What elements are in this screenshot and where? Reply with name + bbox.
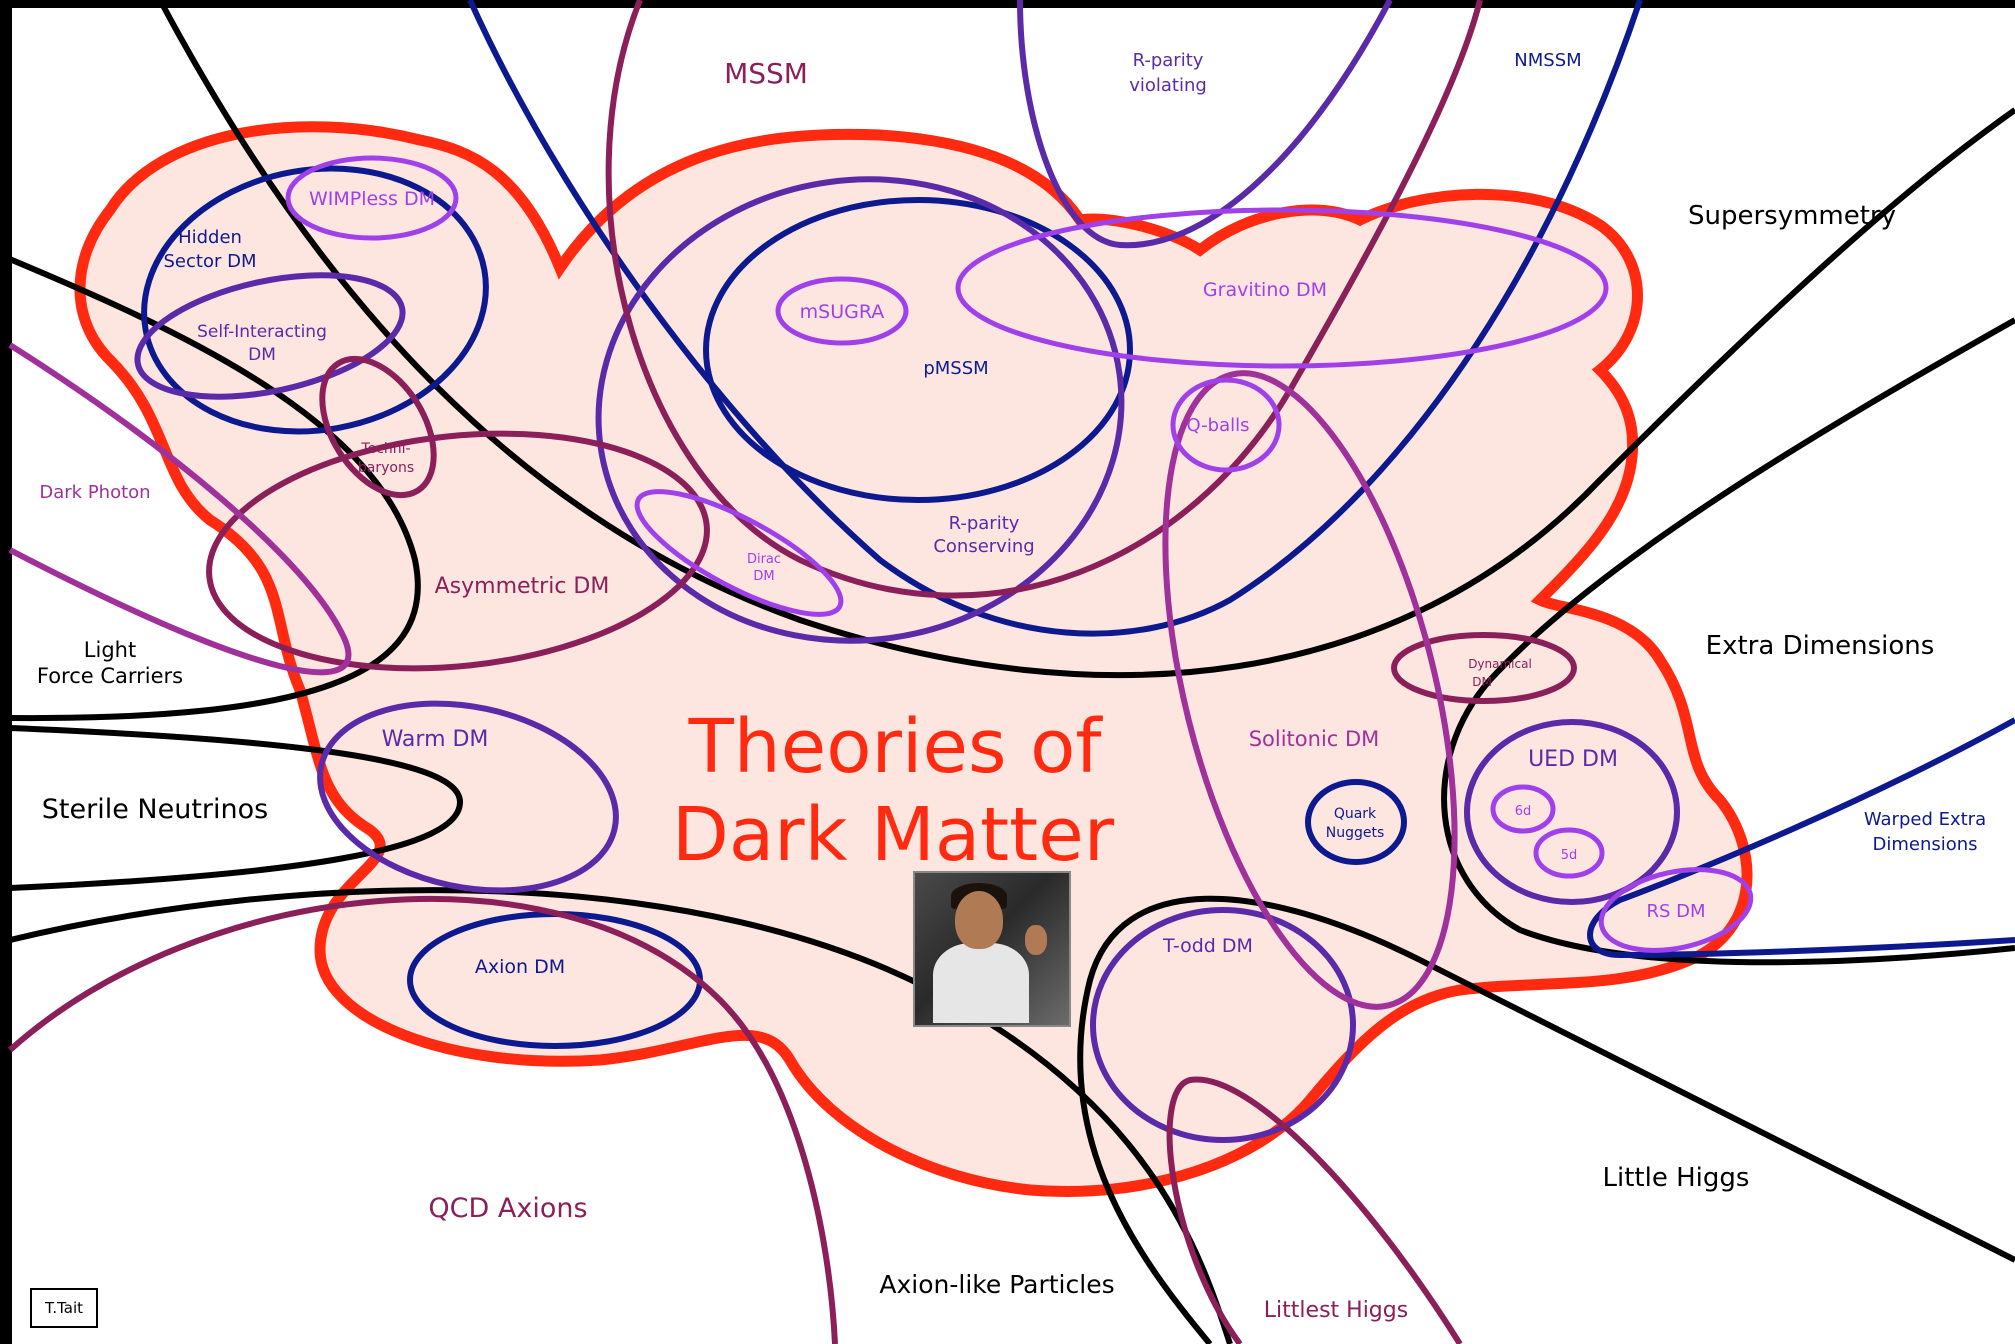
label-nmssm: NMSSM	[1514, 50, 1581, 71]
portrait-photo	[913, 871, 1071, 1027]
label-hidden-sector-1: Hidden	[178, 227, 242, 248]
quark-nuggets-region	[1305, 779, 1407, 865]
label-axion-like: Axion-like Particles	[879, 1270, 1114, 1299]
light-force-boundary	[0, 252, 421, 722]
little-higgs-boundary	[1077, 895, 2015, 1344]
label-light-force-2: Force Carriers	[37, 664, 183, 688]
label-r-parity-violating-1: R-parity	[1133, 50, 1204, 71]
dark-photon-boundary	[8, 342, 352, 676]
label-ued-6d: 6d	[1515, 804, 1532, 819]
portrait-hand	[1025, 925, 1047, 955]
label-sterile: Sterile Neutrinos	[42, 794, 268, 825]
label-ued-5d: 5d	[1561, 848, 1578, 863]
q-balls-region	[1170, 377, 1282, 473]
label-light-force-1: Light	[84, 638, 136, 662]
wimpless-dm-region	[285, 155, 459, 241]
r-parity-violating-boundary	[1017, 0, 1393, 249]
ued-dm-region	[1464, 719, 1680, 905]
purple-regions	[134, 0, 1680, 1143]
label-ued: UED DM	[1528, 747, 1618, 772]
ued-6d-region	[1490, 784, 1556, 834]
msugra-region	[775, 276, 909, 346]
label-self-interacting-1: Self-Interacting	[197, 322, 327, 342]
label-warped-1: Warped Extra	[1864, 809, 1986, 830]
portrait-shirt	[933, 943, 1029, 1023]
magenta-regions	[8, 342, 1458, 1010]
label-t-odd: T-odd DM	[1162, 935, 1253, 957]
label-technibaryons-1: Techni-	[360, 441, 410, 457]
label-mssm: MSSM	[724, 57, 808, 90]
label-technibaryons-2: baryons	[358, 460, 414, 476]
nmssm-boundary	[467, 0, 1643, 637]
t-odd-dm-region	[1090, 907, 1356, 1143]
author-credit: T.Tait	[30, 1288, 98, 1328]
label-hidden-sector-2: Sector DM	[164, 251, 257, 272]
axion-like-boundary	[9, 887, 1233, 1344]
supersymmetry-boundary	[157, 0, 2015, 679]
hidden-sector-region	[141, 165, 489, 435]
label-msugra: mSUGRA	[800, 301, 885, 323]
label-r-parity-conserving-2: Conserving	[933, 536, 1034, 557]
label-quark-nuggets-2: Nuggets	[1326, 825, 1385, 841]
label-dirac-2: DM	[753, 569, 774, 584]
dynamical-dm-region	[1391, 632, 1577, 704]
label-warm: Warm DM	[382, 727, 489, 752]
dirac-dm-region	[634, 489, 844, 617]
label-little-higgs: Little Higgs	[1603, 1163, 1750, 1193]
extra-dimensions-boundary	[1441, 317, 2015, 966]
label-r-parity-violating-2: violating	[1129, 75, 1207, 96]
label-axion: Axion DM	[475, 956, 565, 978]
label-rs: RS DM	[1646, 901, 1705, 922]
label-solitonic: Solitonic DM	[1249, 727, 1380, 751]
warm-dm-region	[317, 700, 619, 894]
label-dynamical-1: Dynamical	[1468, 657, 1532, 671]
asymmetric-dm-region	[206, 430, 710, 672]
dark-matter-cloud	[74, 121, 1753, 1198]
rs-dm-region	[1598, 867, 1754, 953]
gravitino-dm-region	[955, 207, 1609, 369]
self-interacting-region	[134, 272, 406, 400]
pmssm-region	[703, 197, 1133, 503]
label-asymmetric: Asymmetric DM	[435, 574, 610, 599]
label-pmssm: pMSSM	[923, 358, 988, 379]
diagram-title-line2: Dark Matter	[672, 792, 1115, 878]
label-supersymmetry: Supersymmetry	[1688, 201, 1896, 231]
label-extra-dimensions: Extra Dimensions	[1706, 631, 1935, 661]
label-littlest-higgs: Littlest Higgs	[1264, 1298, 1408, 1323]
label-r-parity-conserving-1: R-parity	[949, 513, 1020, 534]
label-dark-photon: Dark Photon	[39, 482, 150, 503]
label-q-balls: Q-balls	[1187, 415, 1250, 436]
littlest-higgs-boundary	[1166, 1076, 1463, 1344]
navy-regions	[141, 0, 2015, 1049]
violet-regions	[285, 155, 1754, 953]
diagram-title-line1: Theories of	[688, 704, 1104, 790]
qcd-axions-boundary	[8, 895, 838, 1344]
label-warped-2: Dimensions	[1872, 834, 1977, 855]
label-dynamical-2: DM	[1472, 675, 1492, 689]
label-gravitino: Gravitino DM	[1203, 279, 1327, 301]
region-labels: MSSM R-parity violating NMSSM Supersymme…	[37, 50, 1986, 1323]
label-qcd-axions: QCD Axions	[428, 1193, 587, 1224]
portrait-face	[955, 891, 1003, 949]
mssm-boundary	[605, 0, 1483, 599]
label-self-interacting-2: DM	[248, 345, 276, 365]
ued-5d-region	[1533, 827, 1605, 879]
label-quark-nuggets-1: Quark	[1334, 806, 1377, 822]
technibaryons-region	[319, 355, 437, 499]
label-dirac-1: Dirac	[747, 552, 781, 567]
warped-extra-dimensions-boundary	[1587, 717, 2015, 959]
maroon-regions	[8, 0, 1577, 1344]
sterile-neutrino-boundary	[9, 725, 464, 891]
label-wimpless: WIMPless DM	[309, 188, 435, 210]
solitonic-dm-region	[1162, 370, 1458, 1010]
